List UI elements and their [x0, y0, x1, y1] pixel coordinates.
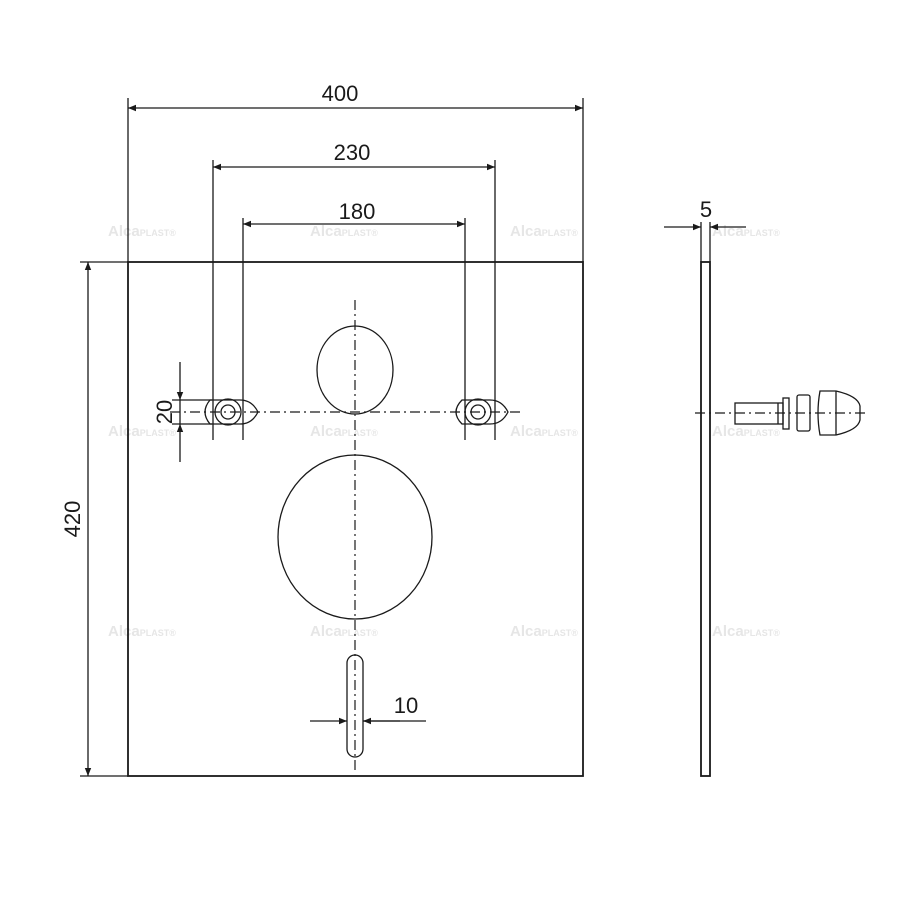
watermark-logo: AlcaPLAST® [510, 223, 578, 240]
watermark-logo: AlcaPLAST® [108, 623, 176, 640]
side-view-plate [700, 261, 711, 777]
dim-label-10: 10 [394, 693, 418, 718]
svg-text:AlcaPLAST®: AlcaPLAST® [510, 423, 578, 440]
watermark-logo: AlcaPLAST® [712, 623, 780, 640]
watermark-logo: AlcaPLAST® [712, 423, 780, 440]
svg-text:AlcaPLAST®: AlcaPLAST® [510, 223, 578, 240]
watermark-logo: AlcaPLAST® [310, 623, 378, 640]
watermark-logo: AlcaPLAST® [712, 223, 780, 240]
watermark-logo: AlcaPLAST® [510, 423, 578, 440]
watermark-logo: AlcaPLAST® [510, 623, 578, 640]
watermark-group: AlcaPLAST® AlcaPLAST® AlcaPLAST® AlcaPLA… [108, 223, 780, 640]
rubber-washer [796, 394, 811, 432]
dim-label-180: 180 [339, 199, 376, 224]
insulation-plate-outline [127, 261, 584, 777]
watermark-logo: AlcaPLAST® [108, 423, 176, 440]
dim-label-230: 230 [334, 140, 371, 165]
dim-label-20: 20 [152, 400, 177, 424]
svg-text:AlcaPLAST®: AlcaPLAST® [310, 423, 378, 440]
watermark-logo: AlcaPLAST® [310, 423, 378, 440]
svg-text:AlcaPLAST®: AlcaPLAST® [510, 623, 578, 640]
svg-text:AlcaPLAST®: AlcaPLAST® [712, 623, 780, 640]
svg-text:AlcaPLAST®: AlcaPLAST® [310, 623, 378, 640]
right-fixing-hole [455, 398, 509, 426]
fixing-stud [734, 397, 790, 430]
watermark-logo: AlcaPLAST® [310, 223, 378, 240]
svg-text:AlcaPLAST®: AlcaPLAST® [712, 423, 780, 440]
svg-text:AlcaPLAST®: AlcaPLAST® [108, 223, 176, 240]
dim-label-5: 5 [700, 197, 712, 222]
dim-label-400: 400 [322, 81, 359, 106]
svg-text:AlcaPLAST®: AlcaPLAST® [108, 423, 176, 440]
dim-label-420: 420 [60, 501, 85, 538]
svg-text:AlcaPLAST®: AlcaPLAST® [108, 623, 176, 640]
cap-nut [817, 390, 861, 436]
svg-text:AlcaPLAST®: AlcaPLAST® [712, 223, 780, 240]
svg-text:AlcaPLAST®: AlcaPLAST® [310, 223, 378, 240]
watermark-logo: AlcaPLAST® [108, 223, 176, 240]
